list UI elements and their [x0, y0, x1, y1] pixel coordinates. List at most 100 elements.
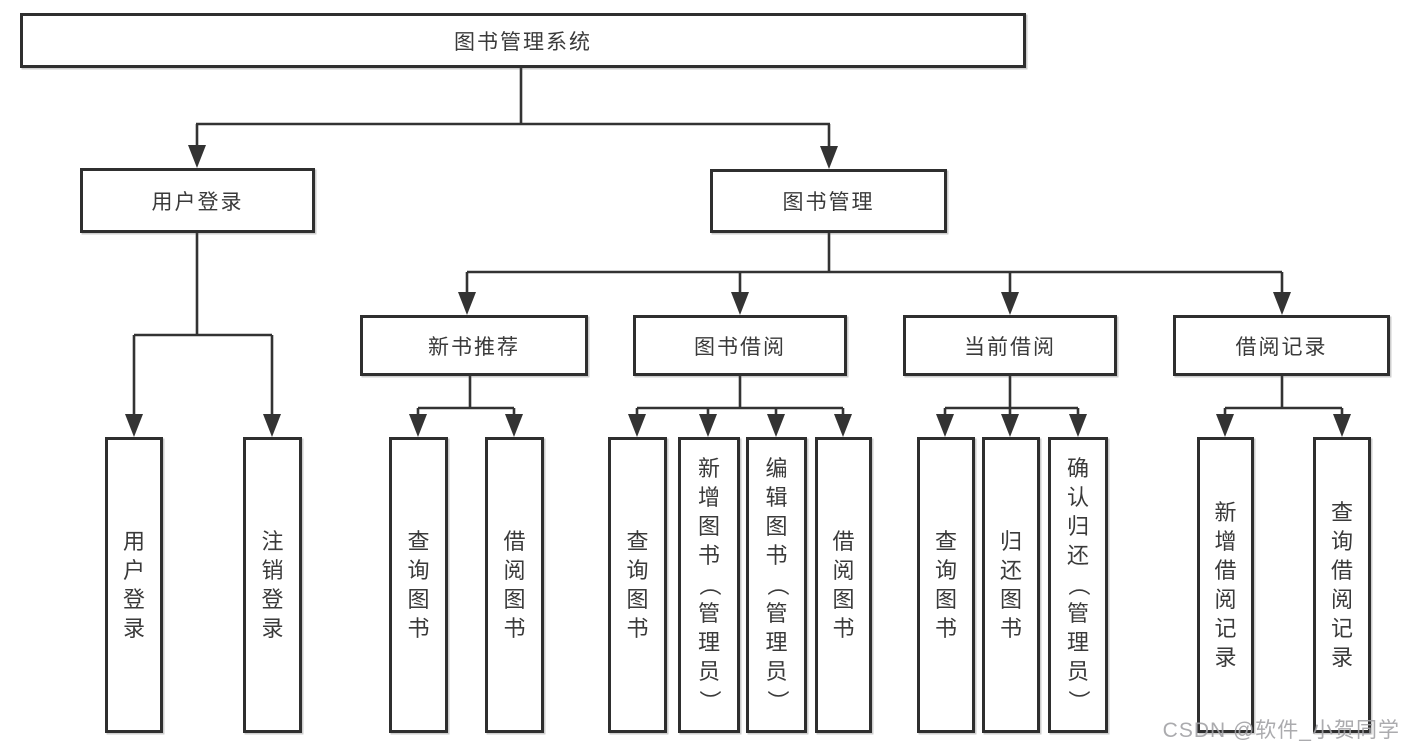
leaf-char: 询 — [934, 557, 957, 583]
watermark: CSDN @软件_小贺同学 — [1162, 719, 1400, 742]
leaf-char: 员 — [765, 659, 788, 684]
edges-root — [188, 66, 838, 169]
node-root-label: 图书管理系统 — [454, 30, 592, 54]
leaf-char: 辑 — [765, 485, 788, 510]
leaf-char: 注 — [261, 528, 284, 554]
leaf-char: 还 — [1066, 543, 1089, 568]
leaf-char: 阅 — [503, 557, 526, 583]
leaf-char: 归 — [999, 528, 1022, 554]
leaf-nbr-borrow-books: 借阅图书 — [485, 437, 544, 733]
leaf-bb-edit-books-admin: 编辑图书 （ 管理员 ） — [746, 437, 807, 733]
leaf-char: （ — [1066, 573, 1091, 596]
leaf-bb-query-books: 查询图书 — [608, 437, 667, 733]
leaf-char: 登 — [261, 586, 284, 612]
leaf-char: 图 — [934, 586, 957, 612]
leaf-char: ） — [1066, 689, 1091, 712]
leaf-char: ） — [764, 689, 790, 712]
leaf-char: 图 — [765, 514, 788, 539]
leaf-char: 图 — [697, 514, 720, 539]
leaf-char: 归 — [1066, 514, 1089, 539]
leaf-char: 理 — [697, 630, 720, 655]
node-book-mgmt: 图书管理 — [710, 169, 947, 233]
leaf-char: 书 — [697, 543, 720, 568]
leaf-char: 记 — [1214, 615, 1237, 641]
edges-current-borrow — [936, 374, 1087, 437]
leaf-char: 阅 — [1214, 586, 1237, 612]
leaf-char: 认 — [1066, 485, 1089, 510]
leaf-cb-query-books: 查询图书 — [917, 437, 975, 733]
leaf-char: 借 — [832, 528, 855, 554]
leaf-char: 借 — [503, 528, 526, 554]
leaf-char: 录 — [122, 615, 145, 641]
edges-user-login — [125, 231, 281, 437]
leaf-cb-confirm-return-admin: 确认归还 （ 管理员 ） — [1048, 437, 1108, 733]
edges-book-borrow — [628, 374, 852, 437]
leaf-nbr-query-books: 查询图书 — [389, 437, 448, 733]
node-book-mgmt-label: 图书管理 — [782, 191, 875, 214]
edges-borrow-records — [1216, 374, 1351, 437]
leaf-char: 理 — [1066, 630, 1089, 655]
node-current-borrow: 当前借阅 — [903, 315, 1117, 376]
leaf-char: 阅 — [832, 557, 855, 583]
leaf-char: 图 — [832, 586, 855, 612]
leaf-char: 新 — [697, 456, 720, 481]
leaf-char: 确 — [1066, 456, 1089, 481]
leaf-char: 增 — [1214, 528, 1237, 554]
leaf-char: 记 — [1330, 615, 1353, 641]
leaf-user-login: 用户登录 — [105, 437, 163, 733]
leaf-char: 书 — [503, 615, 526, 641]
leaf-char: 还 — [999, 557, 1022, 583]
node-borrow-records: 借阅记录 — [1173, 315, 1390, 376]
leaf-char: 户 — [122, 557, 145, 583]
leaf-char: 书 — [999, 615, 1022, 641]
leaf-logout: 注销登录 — [243, 437, 302, 733]
leaf-char: 员 — [1066, 659, 1089, 684]
leaf-char: 管 — [1066, 601, 1089, 626]
leaf-char: 书 — [832, 615, 855, 641]
leaf-char: 查 — [934, 528, 957, 554]
leaf-char: 录 — [1330, 644, 1353, 670]
edges-book-mgmt — [458, 231, 1291, 315]
leaf-char: 询 — [626, 557, 649, 583]
leaf-char: 图 — [999, 586, 1022, 612]
leaf-char: 登 — [122, 586, 145, 612]
leaf-char: 询 — [407, 557, 430, 583]
leaf-char: 图 — [407, 586, 430, 612]
leaf-char: 编 — [765, 456, 788, 481]
leaf-char: 图 — [503, 586, 526, 612]
leaf-br-query-record: 查询借阅记录 — [1313, 437, 1371, 733]
leaf-char: （ — [697, 573, 722, 596]
leaf-bb-add-books-admin: 新增图书（管理员） — [678, 437, 740, 733]
leaf-char: 管 — [765, 601, 788, 626]
leaf-br-add-record: 新增借阅记录 — [1197, 437, 1254, 733]
leaf-char: 书 — [765, 543, 788, 568]
leaf-char: 查 — [626, 528, 649, 554]
node-new-book-rec-label: 新书推荐 — [428, 335, 520, 359]
leaf-char: 借 — [1330, 557, 1353, 583]
leaf-char: 用 — [122, 528, 145, 554]
leaf-char: 员 — [697, 659, 720, 684]
leaf-char: 管 — [697, 601, 720, 626]
leaf-char: 录 — [1214, 644, 1237, 670]
leaf-char: 书 — [934, 615, 957, 641]
leaf-char: 查 — [1330, 499, 1353, 525]
leaf-bb-borrow-books: 借阅图书 — [815, 437, 872, 733]
leaf-char: 销 — [261, 557, 284, 583]
leaf-char: 理 — [765, 630, 788, 655]
leaf-char: 图 — [626, 586, 649, 612]
node-current-borrow-label: 当前借阅 — [964, 335, 1056, 359]
leaf-char: 书 — [626, 615, 649, 641]
node-borrow-records-label: 借阅记录 — [1235, 335, 1328, 359]
leaf-char: 录 — [261, 615, 284, 641]
leaf-char: 询 — [1330, 528, 1353, 554]
node-book-borrow-label: 图书借阅 — [694, 335, 786, 359]
leaf-char: 借 — [1214, 557, 1237, 583]
leaf-char: 书 — [407, 615, 430, 641]
node-new-book-rec: 新书推荐 — [360, 315, 588, 376]
node-user-login: 用户登录 — [80, 168, 315, 233]
node-book-borrow: 图书借阅 — [633, 315, 847, 376]
leaf-char: （ — [764, 573, 790, 596]
leaf-char: 新 — [1214, 499, 1237, 525]
